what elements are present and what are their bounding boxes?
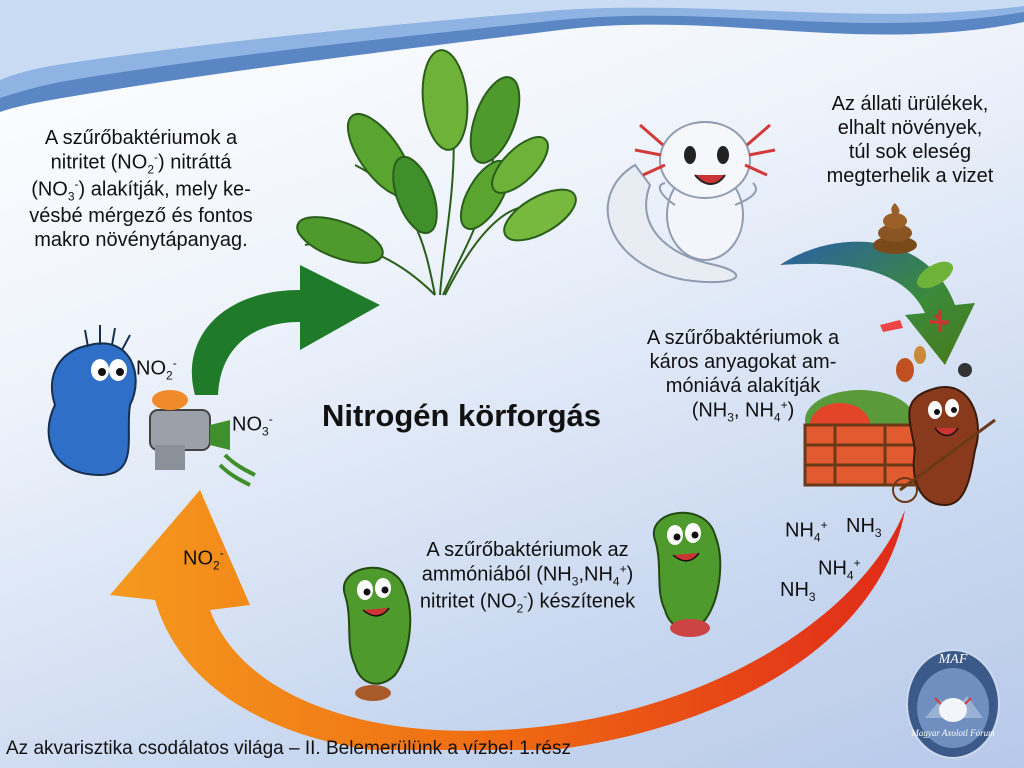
label-nh4-b: NH4+: [818, 556, 861, 583]
top-wave-decoration: [0, 0, 1024, 112]
poop-icon: [873, 203, 917, 254]
waste-items-illustration: [880, 261, 972, 382]
green-bacterium-right-illustration: [652, 511, 722, 637]
ammonia-to-nitrite-arrow: [110, 490, 905, 750]
label-no2-left: NO2-: [183, 546, 224, 573]
label-no2-top: NO2-: [136, 356, 177, 383]
nitrate-line-1: A szűrőbaktériumok a: [44, 127, 238, 149]
green-bacterium-left-illustration: [342, 566, 412, 701]
label-nh4-a: NH4+: [785, 518, 828, 545]
ammonia-description: A szűrőbaktériumok a káros anyagokat am-…: [646, 327, 840, 425]
blue-bacterium-illustration: [47, 325, 256, 487]
nitrate-line-5: makro növénytápanyag.: [34, 229, 248, 252]
label-nh3-a: NH3: [846, 515, 882, 540]
logo-bottom-text: Magyar Axolotl Fórum: [911, 728, 995, 738]
waste-description: Az állati ürülékek, elhalt növények, túl…: [826, 93, 994, 187]
maf-logo: [906, 649, 1000, 759]
label-nh3-b: NH3: [780, 579, 816, 604]
label-no3: NO3-: [232, 412, 273, 439]
diagram-title: Nitrogén körforgás: [322, 398, 602, 433]
axolotl-illustration: [606, 121, 776, 284]
nitrate-line-4: vésbé mérgező és fontos: [29, 205, 253, 228]
nitrate-description: A szűrőbaktériumok a nitritet (NO2-) nit…: [10, 126, 272, 252]
footer-caption: Az akvarisztika csodálatos világa – II. …: [6, 738, 571, 759]
brown-bacterium-illustration: [892, 386, 996, 507]
logo-top-text: MAF: [938, 652, 968, 667]
nitrite-to-nitrate-arrow: [191, 265, 380, 395]
nitrite-description: A szűrőbaktériumok az ammóniából (NH3,NH…: [419, 539, 636, 616]
aquatic-plant-illustration: [296, 49, 577, 296]
